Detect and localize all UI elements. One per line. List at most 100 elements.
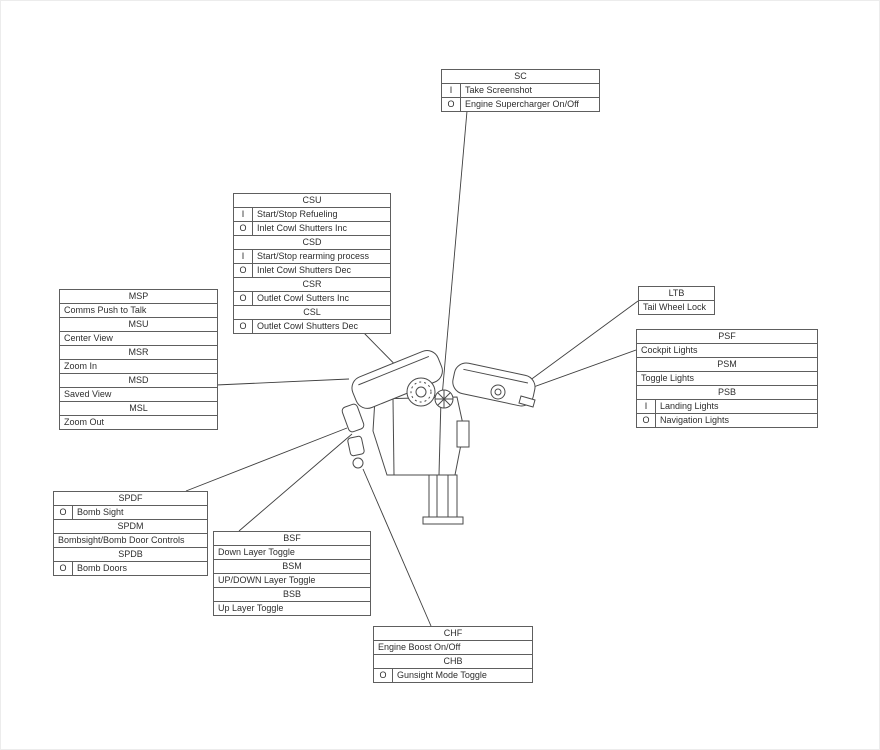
binding-row: I Start/Stop Refueling — [234, 207, 390, 221]
group-code-row: SPDB — [54, 547, 207, 561]
function-label: Take Screenshot — [465, 85, 533, 95]
binding-row: O Inlet Cowl Shutters Dec — [234, 263, 390, 277]
base-foot — [422, 516, 464, 525]
function-label: Saved View — [64, 389, 112, 399]
modifier-cell: I — [442, 84, 461, 97]
function-label: Outlet Cowl Shutters Dec — [257, 321, 359, 331]
connector-msp — [215, 378, 350, 386]
function-label: Navigation Lights — [660, 415, 730, 425]
function-label: Inlet Cowl Shutters Inc — [257, 223, 348, 233]
right-grip-detail-line — [463, 368, 529, 384]
group-code-row: PSB — [637, 385, 817, 399]
group-code-label: MSP — [128, 291, 149, 301]
connector-lines — [185, 110, 639, 627]
side-switch-upper — [341, 403, 365, 433]
group-code-label: SC — [514, 71, 527, 81]
group-code-row: CSD — [234, 235, 390, 249]
function-label: Toggle Lights — [641, 373, 695, 383]
connector-ltb — [513, 300, 639, 393]
modifier-cell: O — [234, 264, 253, 277]
function-label: Center View — [64, 333, 113, 343]
group-code-label: CSD — [302, 237, 322, 247]
right-grip-button-center — [494, 388, 502, 396]
group-code-label: MSL — [129, 403, 148, 413]
group-code-label: CSR — [302, 279, 322, 289]
connector-sc — [441, 110, 468, 398]
binding-row: Bombsight/Bomb Door Controls — [54, 533, 207, 547]
group-code-label: PSF — [718, 331, 736, 341]
group-code-label: BSF — [283, 533, 301, 543]
binding-row: Up Layer Toggle — [214, 601, 370, 615]
modifier-cell: O — [637, 414, 656, 427]
body-side-tab — [456, 420, 470, 448]
modifier-cell: O — [54, 562, 73, 575]
group-code-row: CSL — [234, 305, 390, 319]
group-code-label: SPDB — [118, 549, 143, 559]
group-code-row: PSF — [637, 330, 817, 343]
group-code-row: MSU — [60, 317, 217, 331]
modifier-cell: O — [54, 506, 73, 519]
function-label: Engine Boost On/Off — [378, 642, 461, 652]
function-label: UP/DOWN Layer Toggle — [218, 575, 316, 585]
group-code-row: MSL — [60, 401, 217, 415]
body-facet-line — [438, 397, 442, 476]
group-code-label: BSM — [282, 561, 302, 571]
left-grip-detail-line — [358, 355, 430, 386]
connector-chf — [362, 468, 432, 627]
group-code-row: CSR — [234, 277, 390, 291]
group-code-label: SPDF — [118, 493, 143, 503]
throttle-illustration — [341, 350, 536, 525]
binding-row: O Navigation Lights — [637, 413, 817, 427]
function-label: Bomb Sight — [77, 507, 124, 517]
binding-row: Saved View — [60, 387, 217, 401]
binding-row: Comms Push to Talk — [60, 303, 217, 317]
function-label: Bomb Doors — [77, 563, 128, 573]
base-column — [428, 474, 458, 518]
group-code-label: SPDM — [117, 521, 144, 531]
group-code-row: MSP — [60, 290, 217, 303]
binding-row: Engine Boost On/Off — [374, 640, 532, 654]
binding-row: Cockpit Lights — [637, 343, 817, 357]
binding-row: UP/DOWN Layer Toggle — [214, 573, 370, 587]
group-code-label: LTB — [668, 288, 685, 298]
function-label: Zoom Out — [64, 417, 105, 427]
modifier-cell: O — [234, 292, 253, 305]
group-code-row: BSB — [214, 587, 370, 601]
group-code-label: MSU — [128, 319, 149, 329]
group-code-row: CSU — [234, 194, 390, 207]
rotary-dial-knurl — [410, 381, 432, 403]
function-label: Start/Stop Refueling — [257, 209, 338, 219]
function-label: Bombsight/Bomb Door Controls — [58, 535, 185, 545]
rotary-dial-center — [415, 386, 427, 398]
right-throttle-grip — [452, 362, 536, 407]
function-label: Engine Supercharger On/Off — [465, 99, 579, 109]
group-code-label: CHB — [443, 656, 463, 666]
function-label: Outlet Cowl Sutters Inc — [257, 293, 350, 303]
pinky-paddle — [518, 395, 536, 408]
function-label: Inlet Cowl Shutters Dec — [257, 265, 352, 275]
function-label: Comms Push to Talk — [64, 305, 147, 315]
function-label: Up Layer Toggle — [218, 603, 284, 613]
binding-row: Toggle Lights — [637, 371, 817, 385]
group-code-row: PSM — [637, 357, 817, 371]
friction-wheel-spokes — [435, 390, 453, 408]
group-code-label: CSL — [303, 307, 321, 317]
group-code-row: CHF — [374, 627, 532, 640]
group-code-label: CSU — [302, 195, 322, 205]
function-label: Landing Lights — [660, 401, 719, 411]
binding-row: Zoom In — [60, 359, 217, 373]
modifier-cell: I — [234, 208, 253, 221]
